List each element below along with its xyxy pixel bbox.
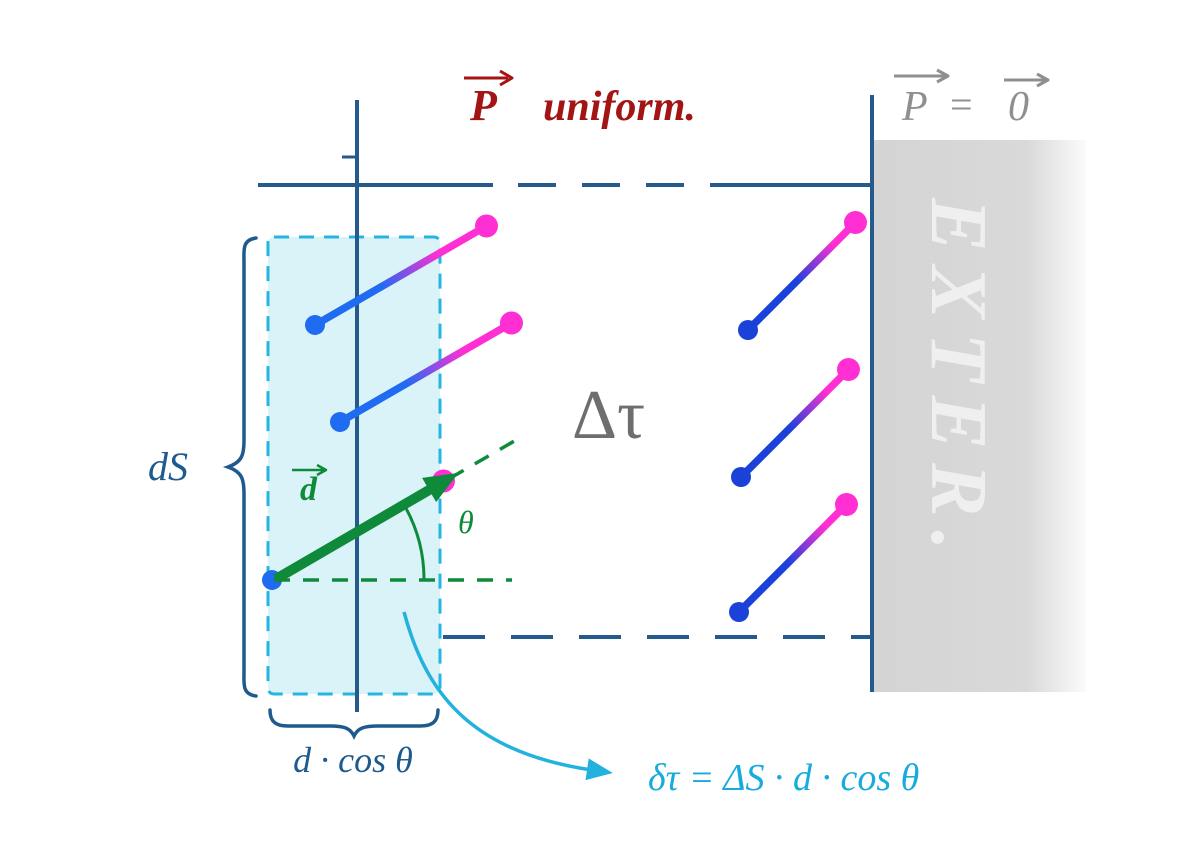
ds-label: dS [148, 444, 188, 489]
dipole-negative-end [729, 602, 749, 622]
delta-tau-label: Δτ [572, 377, 645, 454]
p-zero-value: 0 [1008, 84, 1029, 130]
exterior-label: EXTER. [914, 197, 1002, 564]
callout-arrow [402, 611, 613, 781]
dipole [305, 214, 498, 335]
dipole-positive-end [499, 311, 523, 335]
p-uniform-symbol: P [469, 81, 498, 130]
d-vector-overarrow-icon [292, 463, 328, 477]
d-direction-dashed [273, 434, 524, 582]
theta-label: θ [458, 504, 474, 540]
volume-formula: δτ = ΔS · d · cos θ [648, 757, 919, 799]
dipole-positive-end [474, 214, 498, 238]
dipole-negative-end [330, 412, 350, 432]
dcos-brace [268, 708, 440, 740]
dipole [738, 211, 867, 340]
p-zero-overarrow-icon [894, 68, 950, 84]
d-vector-arrow [273, 472, 459, 584]
dcos-label: d · cos θ [293, 740, 413, 780]
dipole-negative-end [731, 467, 751, 487]
d-vector-label: d [300, 471, 318, 508]
p-uniform-text: uniform. [543, 84, 696, 130]
dipole-negative-end [305, 315, 325, 335]
dipole [330, 311, 523, 432]
dipole-positive-end [843, 211, 867, 235]
p-vector-overarrow-icon [464, 69, 514, 87]
zero-overarrow-icon [1004, 72, 1050, 88]
ds-brace [222, 236, 258, 698]
dipole [731, 358, 860, 487]
dipole-positive-end [834, 493, 858, 517]
dipole-negative-end [738, 320, 758, 340]
p-zero-equals: = [950, 82, 973, 127]
p-zero-symbol: P [901, 84, 928, 130]
exterior-region [874, 140, 1086, 692]
dipole-positive-end [836, 358, 860, 382]
dipole [729, 493, 858, 622]
